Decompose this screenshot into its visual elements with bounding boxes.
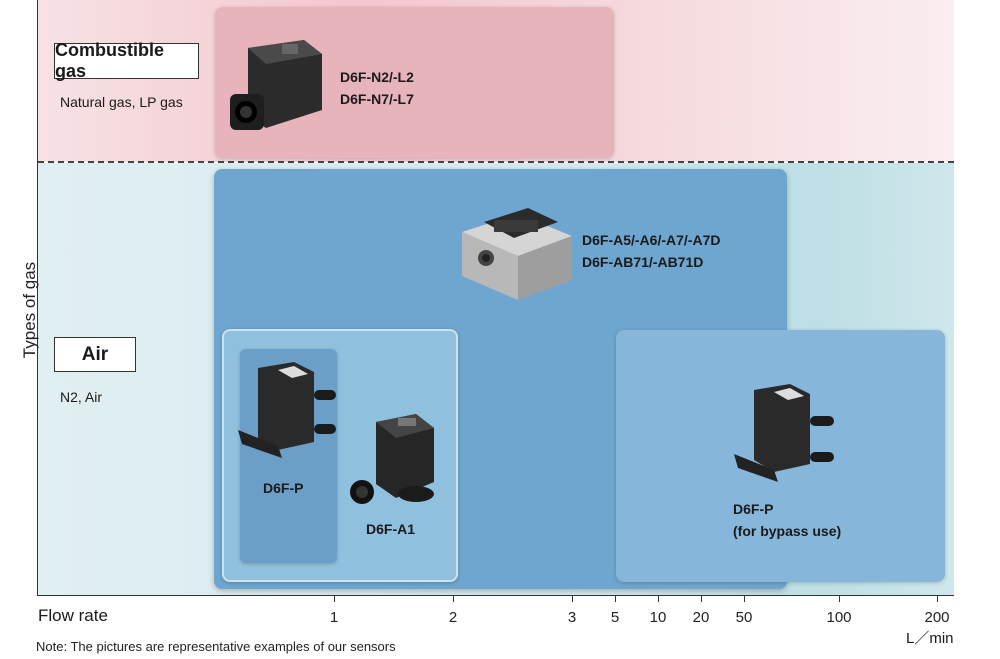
x-tick-mark xyxy=(453,596,454,602)
bypass-model-line2: (for bypass use) xyxy=(733,523,842,539)
x-tick-label: 3 xyxy=(567,609,577,626)
d6f-p-model-label: D6F-P xyxy=(263,480,304,496)
gas-model-line1: D6F-N2/-L2 xyxy=(340,69,414,85)
x-tick-label: 10 xyxy=(649,609,667,626)
plot-frame xyxy=(37,0,954,596)
x-tick-label: 50 xyxy=(735,609,753,626)
d6f-p-sensor-image xyxy=(238,362,336,458)
x-tick-label: 5 xyxy=(610,609,620,626)
x-tick-label: 1 xyxy=(329,609,339,626)
combustible-gas-examples: Natural gas, LP gas xyxy=(60,94,183,110)
air-high-model-label: D6F-A5/-A6/-A7/-A7D D6F-AB71/-AB71D xyxy=(582,229,720,273)
air-high-model-line1: D6F-A5/-A6/-A7/-A7D xyxy=(582,232,721,248)
bypass-sensor-image xyxy=(734,384,834,482)
x-tick-mark xyxy=(839,596,840,602)
bypass-model-line1: D6F-P xyxy=(733,501,774,517)
x-tick-label: 2 xyxy=(448,609,458,626)
x-tick-mark xyxy=(615,596,616,602)
x-tick-mark xyxy=(334,596,335,602)
x-tick-mark xyxy=(744,596,745,602)
gas-model-line2: D6F-N7/-L7 xyxy=(340,91,414,107)
category-air: Air xyxy=(54,337,136,372)
d6f-a1-sensor-image xyxy=(350,414,434,504)
air-examples: N2, Air xyxy=(60,389,103,405)
air-high-model-line2: D6F-AB71/-AB71D xyxy=(582,254,704,270)
bypass-model-label: D6F-P (for bypass use) xyxy=(733,498,841,542)
category-divider xyxy=(38,161,954,163)
x-axis-label: Flow rate xyxy=(38,606,108,625)
category-combustible-gas: Combustible gas xyxy=(54,40,199,81)
x-tick-mark xyxy=(701,596,702,602)
y-axis-label: Types of gas xyxy=(20,261,39,359)
gas-sensor-image xyxy=(230,40,322,130)
x-axis-unit: L／min xyxy=(906,630,954,647)
x-tick-mark xyxy=(658,596,659,602)
x-tick-mark xyxy=(572,596,573,602)
footnote: Note: The pictures are representative ex… xyxy=(36,639,396,654)
x-tick-mark xyxy=(937,596,938,602)
x-tick-label: 100 xyxy=(826,609,852,626)
x-tick-label: 20 xyxy=(692,609,710,626)
d6f-a1-model-label: D6F-A1 xyxy=(366,521,416,537)
air-high-flow-sensor-image xyxy=(462,208,572,300)
gas-model-label: D6F-N2/-L2 D6F-N7/-L7 xyxy=(340,66,414,110)
x-tick-label: 200 xyxy=(924,609,950,626)
